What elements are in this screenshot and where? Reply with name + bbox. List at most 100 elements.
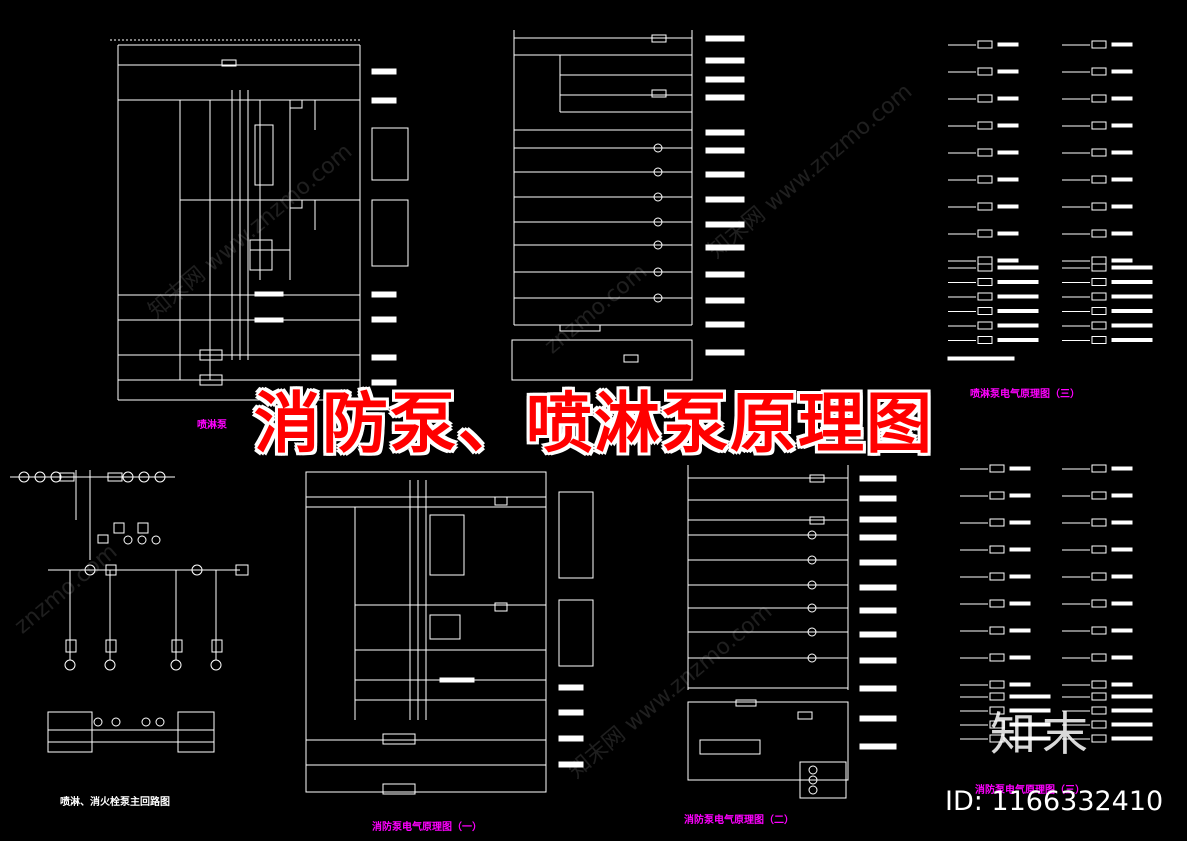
relay-coil	[977, 229, 993, 238]
relay-coil	[977, 94, 993, 103]
relay-coil	[977, 292, 993, 301]
relay-label-bar	[997, 123, 1019, 128]
relay-coil	[1091, 336, 1107, 344]
relay-coil	[1091, 94, 1107, 103]
relay-coil	[1091, 148, 1107, 157]
relay-label-bar	[1111, 493, 1133, 498]
relay-label-bar	[997, 177, 1019, 182]
relay-coil	[1091, 491, 1107, 500]
relay-coil	[977, 263, 993, 272]
relay-label-bar	[997, 204, 1019, 209]
label-boxes-panel-a	[371, 68, 409, 386]
relay-coil	[1091, 321, 1107, 330]
relay-coil	[1091, 292, 1107, 301]
relay-label-bar	[1009, 682, 1031, 687]
banner-title: 消防泵、喷淋泵原理图	[254, 385, 934, 462]
caption-spray-pump-partial: 喷淋泵	[197, 420, 227, 431]
relay-coil	[989, 491, 1005, 500]
schematic-fire-pump-1	[305, 471, 547, 795]
relay-label-bar	[997, 150, 1019, 155]
relay-coil	[989, 599, 1005, 608]
relay-coil	[977, 307, 993, 315]
relay-label-bar	[1009, 628, 1031, 633]
relay-coil	[1091, 202, 1107, 211]
relay-label-bar	[1111, 42, 1133, 47]
label-boxes-panel-e	[558, 491, 594, 768]
schematic-control-center	[511, 30, 693, 381]
relay-coil	[1091, 67, 1107, 76]
relay-label-bar	[1111, 265, 1153, 270]
caption-fire-pump-3: 消防泵电气原理图（三）	[975, 785, 1085, 796]
image-id-label: ID: 1166332410	[945, 786, 1164, 817]
relay-coil	[1091, 40, 1107, 49]
schematic-fire-pump-2	[687, 465, 849, 799]
relay-coil	[989, 572, 1005, 581]
relay-label-bar	[997, 338, 1039, 342]
relay-label-bar	[997, 69, 1019, 74]
relay-label-bar	[1111, 69, 1133, 74]
relay-coil	[1091, 545, 1107, 554]
relay-coil	[1091, 706, 1107, 715]
relay-label-bar	[1111, 520, 1133, 525]
relay-coil	[1091, 307, 1107, 315]
relay-coil	[989, 734, 1005, 743]
relay-label-bar	[1009, 736, 1051, 741]
relay-coil	[1091, 626, 1107, 635]
relay-coil	[977, 278, 993, 286]
relay-coil	[1091, 572, 1107, 581]
relay-coil	[977, 121, 993, 130]
caption-fire-pump-2: 消防泵电气原理图（二）	[684, 815, 794, 826]
relay-label-bar	[1111, 547, 1133, 552]
relay-label-bar	[1111, 694, 1153, 699]
relay-coil	[989, 692, 1005, 701]
relay-coil	[1091, 680, 1107, 689]
caption-spray-pump-3: 喷淋泵电气原理图（三）	[970, 389, 1080, 400]
relay-label-bar	[1009, 655, 1031, 660]
relay-coil	[989, 720, 1005, 729]
schematic-relay-list-fire	[960, 464, 1153, 743]
relay-coil	[1091, 256, 1107, 265]
relay-label-bar	[1111, 150, 1133, 155]
relay-label-bar	[997, 265, 1039, 270]
relay-coil	[1091, 229, 1107, 238]
relay-coil	[1091, 599, 1107, 608]
relay-label-bar	[1111, 708, 1153, 713]
relay-label-bar	[1009, 493, 1031, 498]
relay-coil	[1091, 692, 1107, 701]
relay-coil	[977, 148, 993, 157]
relay-coil	[1091, 653, 1107, 662]
relay-label-bar	[997, 280, 1039, 284]
relay-label-bar	[1111, 628, 1133, 633]
label-boxes-panel-b	[705, 35, 745, 356]
relay-label-bar	[997, 96, 1019, 101]
relay-label-bar	[1111, 682, 1133, 687]
relay-label-bar	[1111, 601, 1133, 606]
relay-label-bar	[1111, 294, 1153, 299]
relay-label-bar	[1009, 722, 1051, 727]
relay-coil	[1091, 175, 1107, 184]
relay-label-bar	[1009, 520, 1031, 525]
relay-label-bar	[1111, 466, 1133, 471]
relay-label-bar	[1111, 123, 1133, 128]
relay-label-bar	[1111, 309, 1153, 313]
relay-coil	[989, 464, 1005, 473]
relay-label-bar	[997, 294, 1039, 299]
caption-fire-pump-1: 消防泵电气原理图（一）	[372, 822, 482, 833]
relay-label-bar	[1009, 547, 1031, 552]
relay-coil	[989, 680, 1005, 689]
relay-label-bar	[1009, 574, 1031, 579]
relay-label-bar	[1111, 736, 1153, 741]
relay-coil	[977, 67, 993, 76]
relay-coil	[977, 175, 993, 184]
label-boxes-panel-f	[859, 475, 897, 750]
relay-label-bar	[1111, 323, 1153, 328]
relay-coil	[1091, 464, 1107, 473]
schematic-main-circuit	[10, 470, 249, 753]
relay-label-bar	[1009, 694, 1051, 699]
relay-label-bar	[1111, 655, 1133, 660]
relay-label-bar	[1111, 96, 1133, 101]
relay-label-bar	[1111, 338, 1153, 342]
brand-logo: 知末	[990, 707, 1094, 761]
relay-coil	[1091, 734, 1107, 743]
